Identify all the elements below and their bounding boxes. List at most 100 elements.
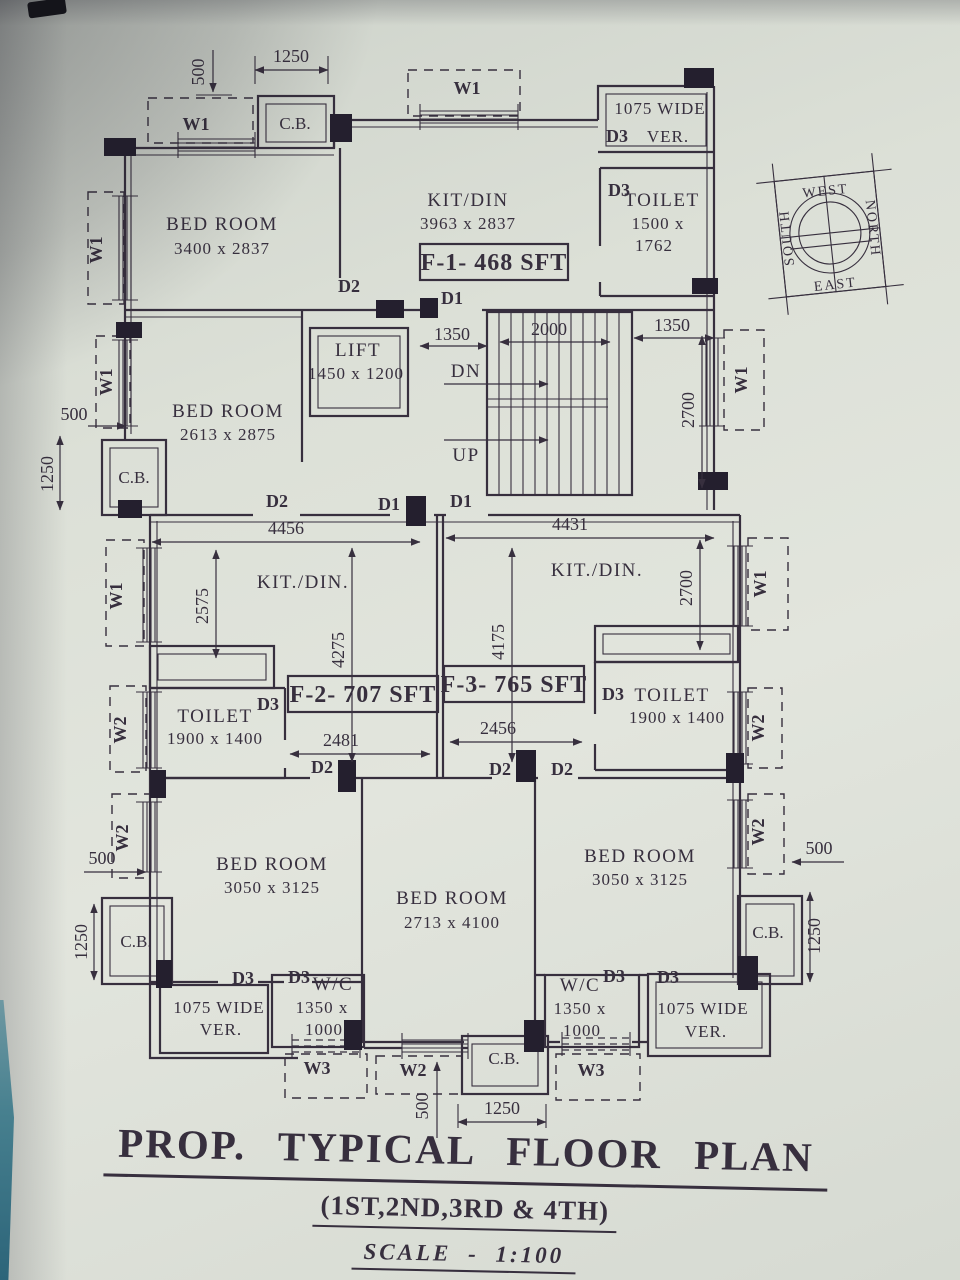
toilet1-size2: 1762 — [635, 236, 673, 255]
cb-left: C.B. — [118, 468, 149, 487]
plan-subtitle: (1ST,2ND,3RD & 4TH) — [312, 1189, 618, 1234]
door-d3-toilet2: D3 — [257, 694, 279, 714]
toilet3-size: 1900 x 1400 — [629, 708, 725, 727]
bed1-name: BED ROOM — [166, 214, 278, 235]
dim-2456: 2456 — [480, 718, 516, 738]
dim-500-left: 500 — [61, 404, 88, 424]
bed3-size: 3050 x 3125 — [224, 878, 320, 897]
door-d3-ver-left: D3 — [232, 968, 254, 988]
door-d2-bed3: D2 — [311, 757, 333, 777]
dim-2575: 2575 — [192, 588, 212, 624]
toilet2-size: 1900 x 1400 — [167, 729, 263, 748]
compass-rose: WEST EAST SOUTH NORTH — [756, 153, 904, 315]
cb-topleft: C.B. — [279, 114, 310, 133]
ver1-line1: 1075 WIDE — [614, 99, 705, 118]
door-d3-ver1: D3 — [606, 126, 628, 146]
win-w2-right-toilet: W2 — [748, 715, 768, 742]
dim-500-bottom-left: 500 — [89, 848, 116, 868]
dim-500-bottom-right: 500 — [806, 838, 833, 858]
door-labels: D2 D1 D3 D3 D2 D1 D1 D3 D3 D2 D2 D2 D3 D… — [232, 126, 679, 988]
wc-left-size2: 1000 — [305, 1020, 343, 1039]
dim-1250-left: 1250 — [37, 456, 57, 492]
win-w1-topmid: W1 — [454, 78, 481, 98]
ver-left-line1: 1075 WIDE — [173, 998, 264, 1017]
win-w3-bottom-right: W3 — [578, 1060, 605, 1080]
wc-left-size1: 1350 x — [296, 998, 349, 1017]
toilet2-name: TOILET — [177, 706, 252, 727]
win-w1-left-b: W1 — [96, 369, 116, 396]
dim-2700-stair: 2700 — [678, 392, 698, 428]
window-labels: W1 W1 W1 W1 W1 W2 W2 W1 W1 W2 W2 W3 W2 W… — [86, 78, 770, 1080]
bed2-name: BED ROOM — [172, 401, 284, 422]
title-block: PROP. TYPICAL FLOOR PLAN (1ST,2ND,3RD & … — [69, 1118, 862, 1280]
door-d3-wc-left: D3 — [288, 967, 310, 987]
flat1-area: F-1- 468 SFT — [421, 250, 568, 276]
compass-south: SOUTH — [777, 208, 798, 266]
door-d2-bed4: D2 — [489, 759, 511, 779]
lift-size: 1450 x 1200 — [308, 364, 404, 383]
win-w1-left-a: W1 — [86, 237, 106, 264]
dimension-labels: 500 1250 1350 2000 1350 2700 500 1250 44… — [37, 46, 833, 1120]
compass-west: WEST — [802, 182, 849, 202]
bed4-name: BED ROOM — [396, 888, 508, 909]
dim-4456: 4456 — [268, 518, 304, 538]
balcony-projections — [87, 69, 789, 1101]
win-w2-bottom: W2 — [400, 1060, 427, 1080]
bed2-size: 2613 x 2875 — [180, 425, 276, 444]
dim-1250-bottom-right: 1250 — [804, 918, 824, 954]
win-w1-right-stair: W1 — [731, 367, 751, 394]
flat-area-labels: F-1- 468 SFT F-2- 707 SFT F-3- 765 SFT — [286, 242, 588, 714]
door-d3-toilet1: D3 — [608, 180, 630, 200]
dim-4175: 4175 — [488, 624, 508, 660]
door-d1-stairtop: D1 — [441, 288, 463, 308]
columns — [104, 68, 758, 1052]
door-d1-flat2: D1 — [378, 494, 400, 514]
wc-right-name: W/C — [560, 975, 600, 996]
door-d2-bed2: D2 — [266, 491, 288, 511]
win-w1-topleft: W1 — [183, 114, 210, 134]
staircase: DN UP — [444, 310, 634, 497]
win-w2-left-bed: W2 — [112, 825, 132, 852]
dim-1350-stair-left: 1350 — [434, 324, 470, 344]
dim-1350-stair-right: 1350 — [654, 315, 690, 335]
win-w2-left-toilet: W2 — [110, 717, 130, 744]
dim-2481: 2481 — [323, 730, 359, 750]
bed3-name: BED ROOM — [216, 854, 328, 875]
win-w2-right-bed: W2 — [748, 819, 768, 846]
kitdin2-name: KIT./DIN. — [257, 572, 349, 593]
cb-bottom-left: C.B. — [120, 932, 151, 951]
wc-left-name: W/C — [313, 974, 353, 995]
dim-2700-right: 2700 — [676, 570, 696, 606]
dim-1250-top: 1250 — [273, 46, 309, 66]
wc-right-size2: 1000 — [563, 1021, 601, 1040]
ver-left-line2: VER. — [200, 1020, 242, 1039]
win-w3-bottom-left: W3 — [304, 1058, 331, 1078]
ver-right-line2: VER. — [685, 1022, 727, 1041]
door-d1-flat3: D1 — [450, 491, 472, 511]
compass-east: EAST — [813, 276, 857, 295]
door-d2-bed1: D2 — [338, 276, 360, 296]
door-d3-ver-right: D3 — [657, 967, 679, 987]
flat2-area: F-2- 707 SFT — [290, 682, 437, 708]
ver1-line2: VER. — [647, 127, 689, 146]
toilet1-name: TOILET — [624, 190, 699, 211]
compass-north: NORTH — [862, 199, 883, 258]
dim-1250-bottom: 1250 — [484, 1098, 520, 1118]
dim-2000-stair: 2000 — [531, 319, 567, 339]
door-d3-toilet3: D3 — [602, 684, 624, 704]
stairs-down-label: DN — [451, 361, 481, 382]
dim-500-bottom: 500 — [412, 1093, 432, 1120]
stairs-up-label: UP — [452, 445, 479, 466]
balcony-labels: C.B. C.B. C.B. C.B. C.B. — [118, 114, 783, 1068]
bed1-size: 3400 x 2837 — [174, 239, 270, 258]
dim-1250-bottom-left: 1250 — [71, 924, 91, 960]
bed4-size: 2713 x 4100 — [404, 913, 500, 932]
flat3-area: F-3- 765 SFT — [441, 672, 588, 698]
door-d2-bed5: D2 — [551, 759, 573, 779]
toilet3-name: TOILET — [634, 685, 709, 706]
kitdin1-name: KIT/DIN — [427, 190, 508, 211]
door-d3-wc-right: D3 — [603, 966, 625, 986]
dim-500-top: 500 — [188, 59, 208, 86]
